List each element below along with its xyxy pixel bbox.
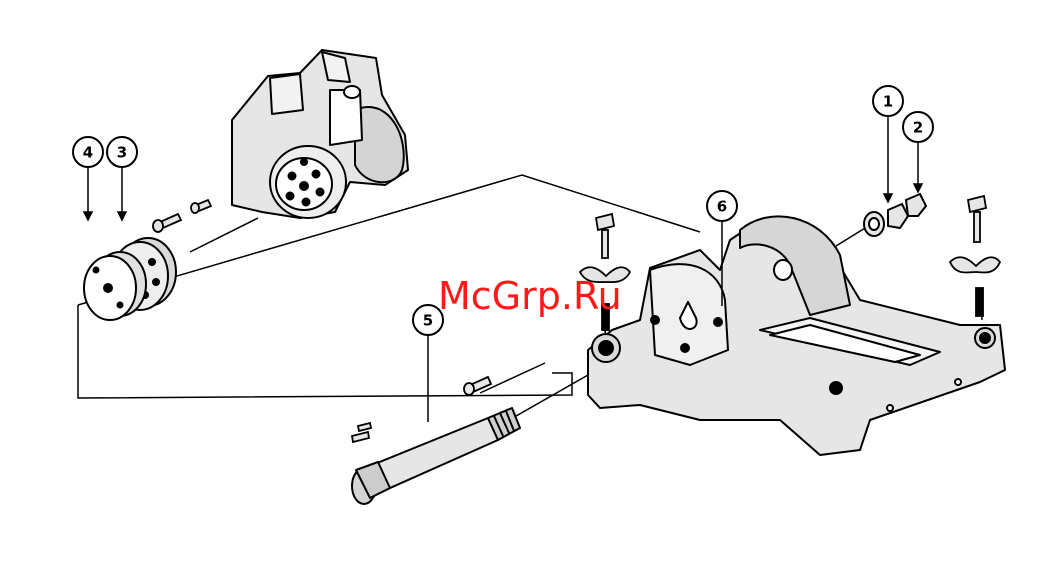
callout-1: 1 <box>873 86 903 116</box>
callout-1-label: 1 <box>883 93 893 111</box>
base-housing <box>588 216 1005 455</box>
callout-3: 3 <box>107 137 137 167</box>
shaft <box>352 408 520 504</box>
callout-5-label: 5 <box>423 312 433 330</box>
callout-3-label: 3 <box>117 144 127 162</box>
key-pins <box>352 423 371 442</box>
flange-discs <box>84 238 176 320</box>
callout-2: 2 <box>903 112 933 142</box>
clamp-bracket <box>232 50 408 218</box>
callout-6: 6 <box>707 191 737 221</box>
callout-4: 4 <box>73 137 103 167</box>
watermark-text: McGrp.Ru <box>438 274 622 318</box>
washer-and-nuts <box>864 194 926 236</box>
callout-2-label: 2 <box>913 119 923 137</box>
callout-4-label: 4 <box>83 144 93 162</box>
callout-6-label: 6 <box>717 198 727 216</box>
